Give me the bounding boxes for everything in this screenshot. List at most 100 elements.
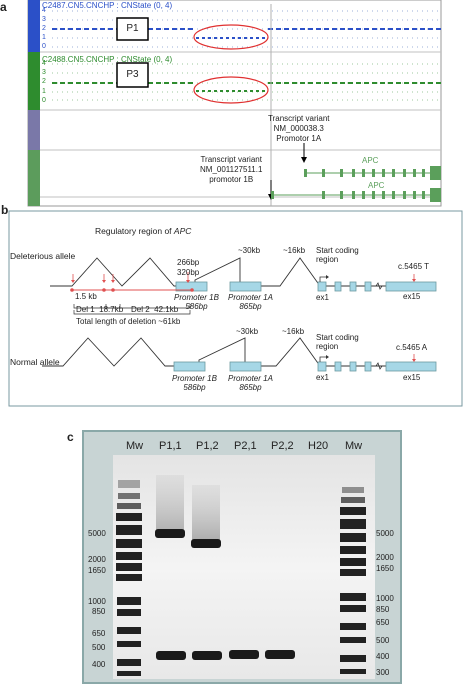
lane-p11-band-small — [156, 651, 186, 660]
lane-p21-band-small — [229, 650, 259, 659]
left-ladder-label: 2000 — [88, 555, 106, 564]
total-deletion-bracket — [73, 310, 191, 315]
lane-label-mw-right: Mw — [345, 440, 363, 452]
variant-bottom-label: c.5465 A — [396, 343, 428, 352]
lane-p12-smear — [192, 485, 220, 540]
track2-label: C2488.CN5.CNCHP : CNState (0, 4) — [42, 55, 173, 64]
apc-gene-model-1 — [304, 166, 441, 180]
lane-label-p22: P2,2 — [271, 440, 294, 452]
panel-a-letter: a — [0, 0, 7, 14]
start-coding-arrow-top — [319, 276, 327, 282]
variant-top-label: c.5465 T — [398, 262, 429, 271]
bp320-label: 320bp — [177, 268, 200, 277]
left-ladder — [116, 480, 142, 676]
lane-p22-band-small — [265, 650, 295, 659]
promoter-1b-bottom-label: Promoter 1B 586bp — [172, 374, 217, 392]
right-ladder-label: 1650 — [376, 564, 394, 573]
kb30-top-label: ~30kb — [238, 246, 261, 255]
patient-box-p1 — [116, 17, 149, 41]
panel-b-figure — [8, 210, 463, 407]
track1-color-bar — [28, 0, 40, 52]
gel-figure — [82, 430, 402, 684]
track2-ticks: 4 3 2 1 0 — [42, 59, 46, 105]
track1-label: C2487.CN5.CNCHP : CNState (0, 4) — [42, 1, 173, 10]
exon-1-box-top — [317, 281, 327, 292]
normal-allele-label: Normal allele — [10, 357, 60, 367]
lane-p12-band-large — [191, 539, 221, 548]
track1-ticks: 4 3 2 1 0 — [42, 6, 46, 51]
patient-label-p3: P3 — [126, 69, 139, 80]
start-coding-top-label: Start coding region — [316, 246, 359, 264]
start-coding-bottom-label: Start coding region — [316, 333, 359, 351]
left-ladder-label: 400 — [92, 660, 106, 669]
right-ladder-label: 1000 — [376, 594, 394, 603]
lane-p12-band-small — [192, 651, 222, 660]
lane-label-h2o: H20 — [308, 440, 329, 452]
kb30-bottom-label: ~30kb — [236, 327, 259, 336]
track1-tick: 1 — [42, 34, 46, 41]
lane-label-p12: P1,2 — [196, 440, 219, 452]
left-ladder-label: 5000 — [88, 529, 106, 538]
right-ladder-label: 500 — [376, 636, 390, 645]
track4-color-bar — [28, 150, 40, 206]
track2-tick: 4 — [42, 60, 46, 67]
right-ladder-label: 850 — [376, 605, 390, 614]
right-ladder-label: 2000 — [376, 553, 394, 562]
promoter-1b-top-label: Promoter 1B 586bp — [174, 293, 219, 311]
exon-15-box-top — [385, 281, 437, 292]
left-ladder-label: 500 — [92, 643, 106, 652]
promoter-1a-box-top — [229, 281, 262, 292]
track1-tick: 0 — [42, 43, 46, 50]
lane-p11-smear — [156, 475, 184, 535]
lane-label-mw-left: Mw — [126, 440, 144, 452]
gene-label-2: APC — [368, 181, 385, 190]
patient-box-p3 — [116, 62, 149, 88]
deleterious-allele-label: Deleterious allele — [10, 251, 76, 261]
regulatory-region-title: Regulatory region of APC — [95, 226, 192, 236]
kb16-bottom-label: ~16kb — [282, 327, 305, 336]
promoter-1a-bottom-label: Promoter 1A 865bp — [228, 374, 273, 392]
lane-label-p11: P1,1 — [159, 440, 182, 452]
lane-label-p21: P2,1 — [234, 440, 257, 452]
left-ladder-label: 650 — [92, 629, 106, 638]
track1-deletion-circle — [193, 24, 269, 50]
exon-15-box-bottom — [385, 361, 437, 372]
transcript-1b-label: Transcript variant NM_001127511.1 promot… — [200, 155, 263, 184]
left-ladder-label: 1650 — [88, 566, 106, 575]
lane-p11-band-large — [155, 529, 185, 538]
transcript-1a-label: Transcript variant NM_000038.3 Promotor … — [268, 114, 330, 143]
track2-deletion-circle — [193, 76, 269, 104]
panel-b-letter: b — [1, 203, 9, 217]
panel-b-frame — [8, 210, 463, 407]
promoter-1a-top-label: Promoter 1A 865bp — [228, 293, 273, 311]
exon-1-box-bottom — [317, 361, 327, 372]
kb15-label: 1.5 kb — [75, 292, 97, 301]
panel-a-figure — [27, 0, 442, 207]
del1-bracket — [73, 304, 121, 309]
left-ladder-label: 850 — [92, 607, 106, 616]
kb16-top-label: ~16kb — [283, 246, 306, 255]
track2-color-bar — [28, 52, 40, 110]
patient-label-p1: P1 — [126, 23, 139, 34]
gene-label-1: APC — [362, 156, 379, 165]
promoter-1b-box-bottom — [173, 361, 206, 372]
track2-tick: 1 — [42, 87, 46, 95]
track1-tick: 4 — [42, 7, 46, 14]
start-coding-arrow-bottom — [319, 356, 327, 362]
total-deletion-label: Total length of deletion ~61kb — [76, 317, 181, 326]
right-ladder-label: 5000 — [376, 529, 394, 538]
track2-tick: 2 — [42, 78, 46, 86]
ex15-top-label: ex15 — [403, 292, 421, 301]
gel-body — [113, 455, 375, 679]
panel-c-letter: c — [67, 430, 74, 444]
right-ladder-label: 650 — [376, 618, 390, 627]
deletion-markers — [70, 272, 416, 292]
del2-label: Del 2 42.1kb — [131, 305, 179, 314]
ex1-top-label: ex1 — [316, 293, 329, 302]
ex15-bottom-label: ex15 — [403, 373, 421, 382]
track2-tick: 3 — [42, 69, 46, 77]
bp266-label: 266bp — [177, 258, 200, 267]
track1-tick: 3 — [42, 16, 46, 23]
right-ladder-label: 400 — [376, 652, 390, 661]
ex1-bottom-label: ex1 — [316, 373, 329, 382]
